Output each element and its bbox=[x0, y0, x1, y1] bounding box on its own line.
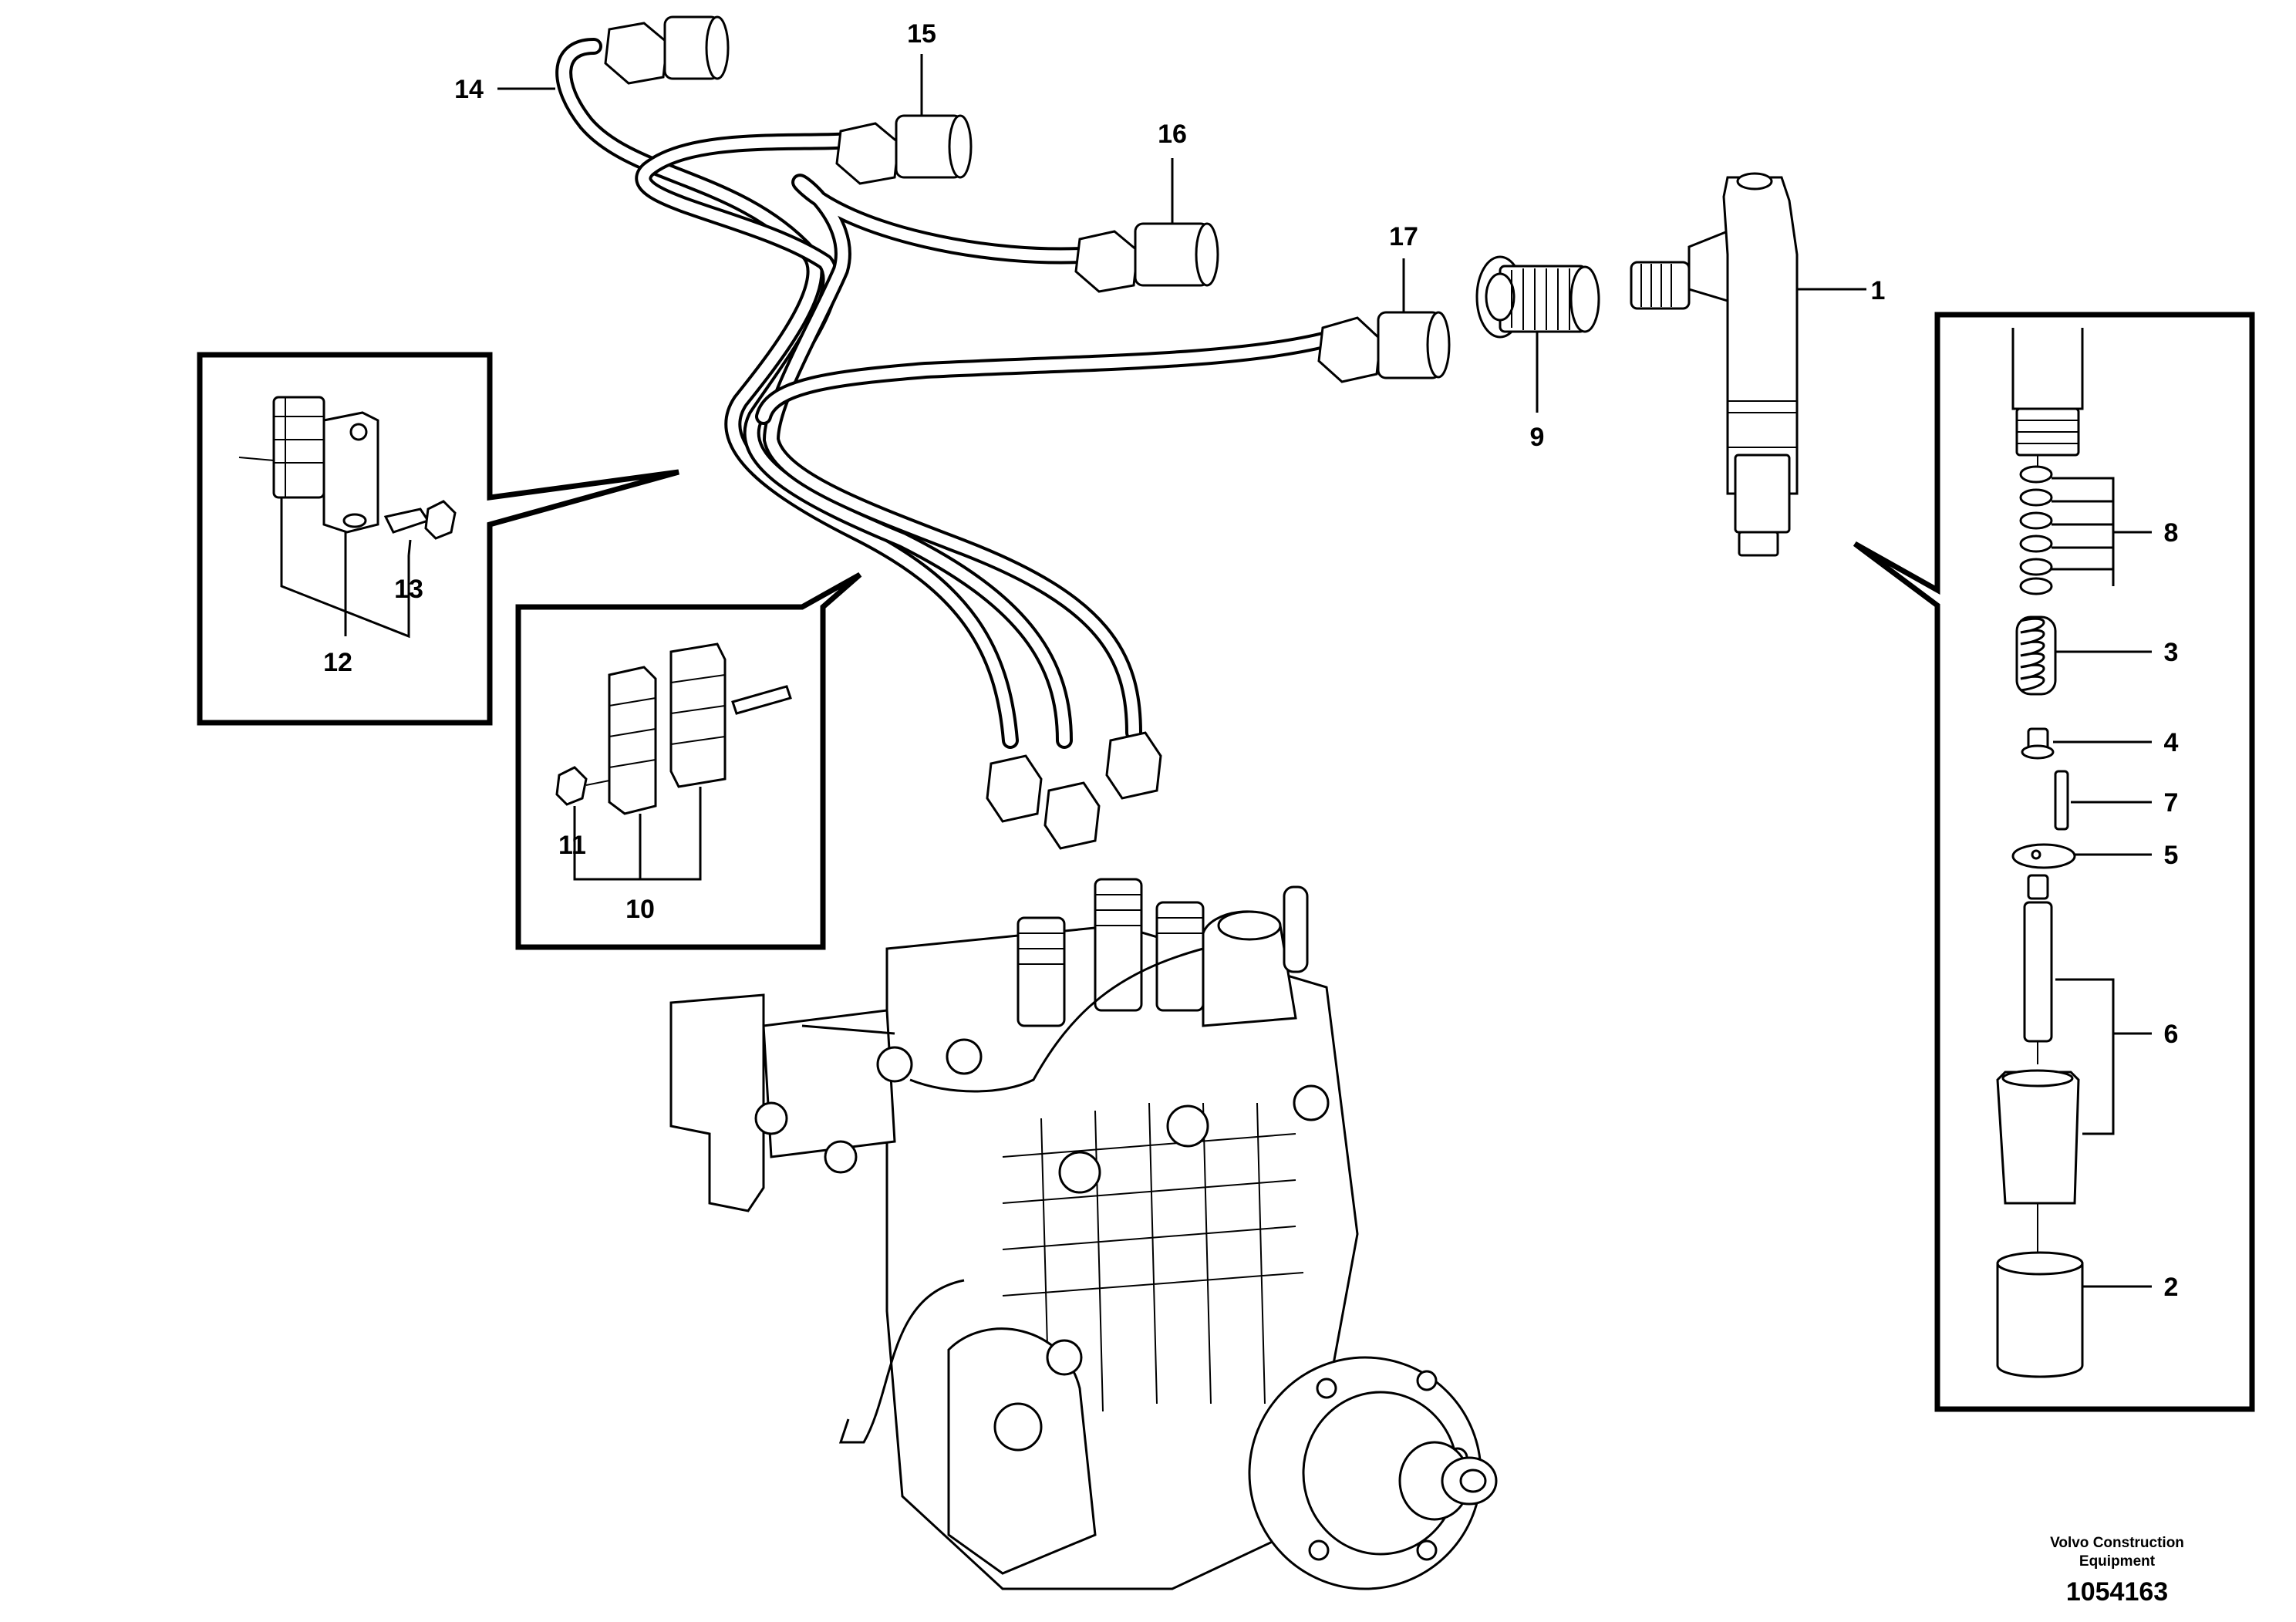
callout-labels: 1 2 3 4 5 6 7 8 9 10 11 12 13 14 15 16 1… bbox=[323, 19, 2178, 1302]
callout-11: 11 bbox=[558, 831, 586, 860]
injection-pump bbox=[669, 878, 1498, 1590]
injector-1 bbox=[1630, 172, 1799, 557]
pipe-nut-14 bbox=[604, 22, 669, 85]
credit-line-1: Volvo Construction bbox=[2050, 1535, 2184, 1551]
pipe-nut-17 bbox=[1317, 316, 1382, 383]
callout-14: 14 bbox=[454, 75, 484, 104]
callout-7: 7 bbox=[2164, 788, 2179, 818]
callout-12: 12 bbox=[323, 648, 352, 677]
inset-clamp-10-11 bbox=[515, 572, 862, 950]
fuel-pipe-bundle bbox=[555, 38, 1335, 749]
callout-8: 8 bbox=[2164, 518, 2179, 548]
drawing-number: 1054163 bbox=[2066, 1577, 2168, 1607]
callout-13: 13 bbox=[394, 575, 423, 604]
callout-10: 10 bbox=[625, 895, 655, 924]
inset-clamp-12-13 bbox=[197, 352, 679, 726]
callout-16: 16 bbox=[1158, 120, 1187, 149]
pipe-nut-16 bbox=[1074, 230, 1139, 293]
callout-17: 17 bbox=[1389, 222, 1418, 251]
nozzle-nut-9 bbox=[1475, 255, 1600, 339]
callout-4: 4 bbox=[2164, 728, 2179, 757]
callout-6: 6 bbox=[2164, 1020, 2179, 1049]
callout-15: 15 bbox=[907, 19, 936, 49]
callout-2: 2 bbox=[2164, 1273, 2179, 1302]
callout-9: 9 bbox=[1530, 423, 1545, 452]
pipe-fittings bbox=[604, 15, 1451, 850]
drawing-credit-block: Volvo Construction Equipment 1054163 bbox=[2050, 1535, 2184, 1607]
leader-lines bbox=[497, 54, 2152, 1288]
callout-3: 3 bbox=[2164, 638, 2179, 667]
inset-nozzle-parts bbox=[1853, 312, 2255, 1412]
pipe-nut-15 bbox=[835, 122, 900, 185]
credit-line-2: Equipment bbox=[2079, 1553, 2156, 1570]
callout-5: 5 bbox=[2164, 841, 2179, 870]
callout-1: 1 bbox=[1871, 276, 1886, 305]
